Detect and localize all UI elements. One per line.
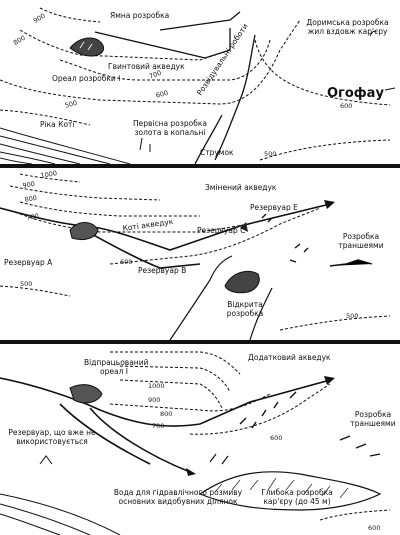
contour-600-bottom <box>319 509 391 521</box>
gold-mine-marker <box>139 137 151 152</box>
panel-divider <box>0 164 400 168</box>
label-unused-reservoir: Резервуар, що вже не використовується <box>8 428 96 446</box>
contour-600 <box>0 19 301 105</box>
main-aqueduct <box>0 377 331 427</box>
panel-2-map <box>0 173 391 340</box>
label-ogofau: Огофау <box>327 86 384 101</box>
contour-600 <box>189 383 331 435</box>
contour-500-right <box>279 315 391 331</box>
deep-pit-hatch <box>214 477 349 499</box>
river-line-5 <box>0 157 33 164</box>
label-open-mining: Відкрита розробка <box>226 300 264 318</box>
trench-marks <box>289 243 373 267</box>
panel-divider <box>0 340 400 344</box>
river-line-2 <box>0 135 111 164</box>
contour-500-left <box>0 285 71 297</box>
contour-label: 700 <box>152 422 165 430</box>
panel-stage-1: Ямна розробка Гвинтовий акведук Розвідув… <box>0 0 400 164</box>
deep-pit-shape <box>198 471 382 511</box>
contour-500-right <box>259 139 391 161</box>
panel-1-map <box>0 7 396 164</box>
contour-label: 800 <box>160 410 173 418</box>
contour-600-right <box>254 39 391 106</box>
unused-reservoir-shape <box>39 455 53 465</box>
valley-line-2 <box>249 287 273 340</box>
contour-800 <box>19 201 200 217</box>
panel-stage-3: Відпрацьований ореал I Додатковий акведу… <box>0 344 400 535</box>
label-preroman: Доримська розробка жил вздовж кар'єру <box>306 18 389 36</box>
contour-700 <box>59 39 271 81</box>
valley-line-1 <box>169 279 211 340</box>
reservoir-a-shape <box>69 222 99 241</box>
label-reservoir-b: Резервуар B <box>138 266 187 275</box>
contour-label: 900 <box>148 396 161 404</box>
contour-800 <box>19 29 231 61</box>
contour-label: 1000 <box>148 382 165 390</box>
label-extra-aqueduct: Додатковий акведук <box>248 353 331 362</box>
label-reservoir-a: Резервуар A <box>4 258 53 267</box>
label-stream: Струмок <box>200 148 234 157</box>
contour-1000 <box>110 351 241 375</box>
label-screw-aqueduct: Гвинтовий акведук <box>108 62 185 71</box>
label-trench-mining: Розробка траншеями <box>338 232 384 250</box>
label-primary-gold: Первісна розробка золота в копальні <box>133 119 207 137</box>
lower-aqueduct <box>79 227 201 269</box>
open-pit-shape <box>224 270 260 294</box>
contour-label: 600 <box>120 258 133 266</box>
feeder-2 <box>89 407 191 473</box>
contour-label: 600 <box>340 102 353 110</box>
label-reservoir-c: Резервуар C <box>197 226 246 235</box>
arrow-head <box>324 200 335 209</box>
contour-700 <box>109 393 271 412</box>
label-deep-pit: Глибока розробка кар'єру (до 45 м) <box>261 488 333 506</box>
contour-900 <box>9 185 161 201</box>
river-line-3 <box>0 143 81 164</box>
contour-label: 500 <box>20 280 33 288</box>
worked-aureole-shape <box>69 384 103 404</box>
label-river-cothi: Ріка Коті <box>40 120 75 129</box>
feeder-1 <box>59 403 151 465</box>
reservoir-e-marker <box>261 213 273 223</box>
exploration-edge <box>159 11 241 31</box>
contour-900 <box>119 365 231 393</box>
arrow-head <box>324 376 335 385</box>
ridge-line <box>209 255 233 281</box>
contour-label: 600 <box>270 434 283 442</box>
trench-marks <box>239 391 381 457</box>
label-pit-mining: Ямна розробка <box>110 11 170 20</box>
contour-label: 500 <box>346 312 359 320</box>
aqueduct-line <box>94 28 231 59</box>
contour-label: 500 <box>264 150 277 158</box>
label-aureole: Ореал розробки I <box>52 74 121 83</box>
label-reservoir-e: Резервуар E <box>250 203 298 212</box>
river-line-1 <box>0 127 131 164</box>
valley-line-2 <box>194 114 223 164</box>
contour-900 <box>39 7 101 23</box>
spoil-marks <box>209 453 229 465</box>
panel-stage-2: Змінений акведук Коті акведук Резервуар … <box>0 168 400 340</box>
contour-500-left <box>0 109 91 126</box>
contour-label: 600 <box>368 524 381 532</box>
river-line-4 <box>0 151 56 164</box>
contour-700 <box>14 211 251 233</box>
label-hydraulic: Вода для гідравлічного розмиву основних … <box>113 488 243 506</box>
label-altered-aqueduct: Змінений акведук <box>205 183 277 192</box>
contour-800 <box>119 379 223 409</box>
reservoir-c-shape <box>240 222 248 232</box>
panel-3-map <box>0 351 391 535</box>
arrow-head <box>186 468 196 476</box>
label-trench-mining: Розробка траншеями <box>350 410 396 428</box>
contour-1000 <box>19 173 81 183</box>
valley-line-1 <box>214 34 256 161</box>
river-lines <box>0 493 121 535</box>
label-worked-aureole: Відпрацьований ореал I <box>84 358 149 376</box>
preroman-marker <box>369 30 396 91</box>
contour-600 <box>109 207 321 265</box>
pit-mining-shape <box>69 37 105 57</box>
